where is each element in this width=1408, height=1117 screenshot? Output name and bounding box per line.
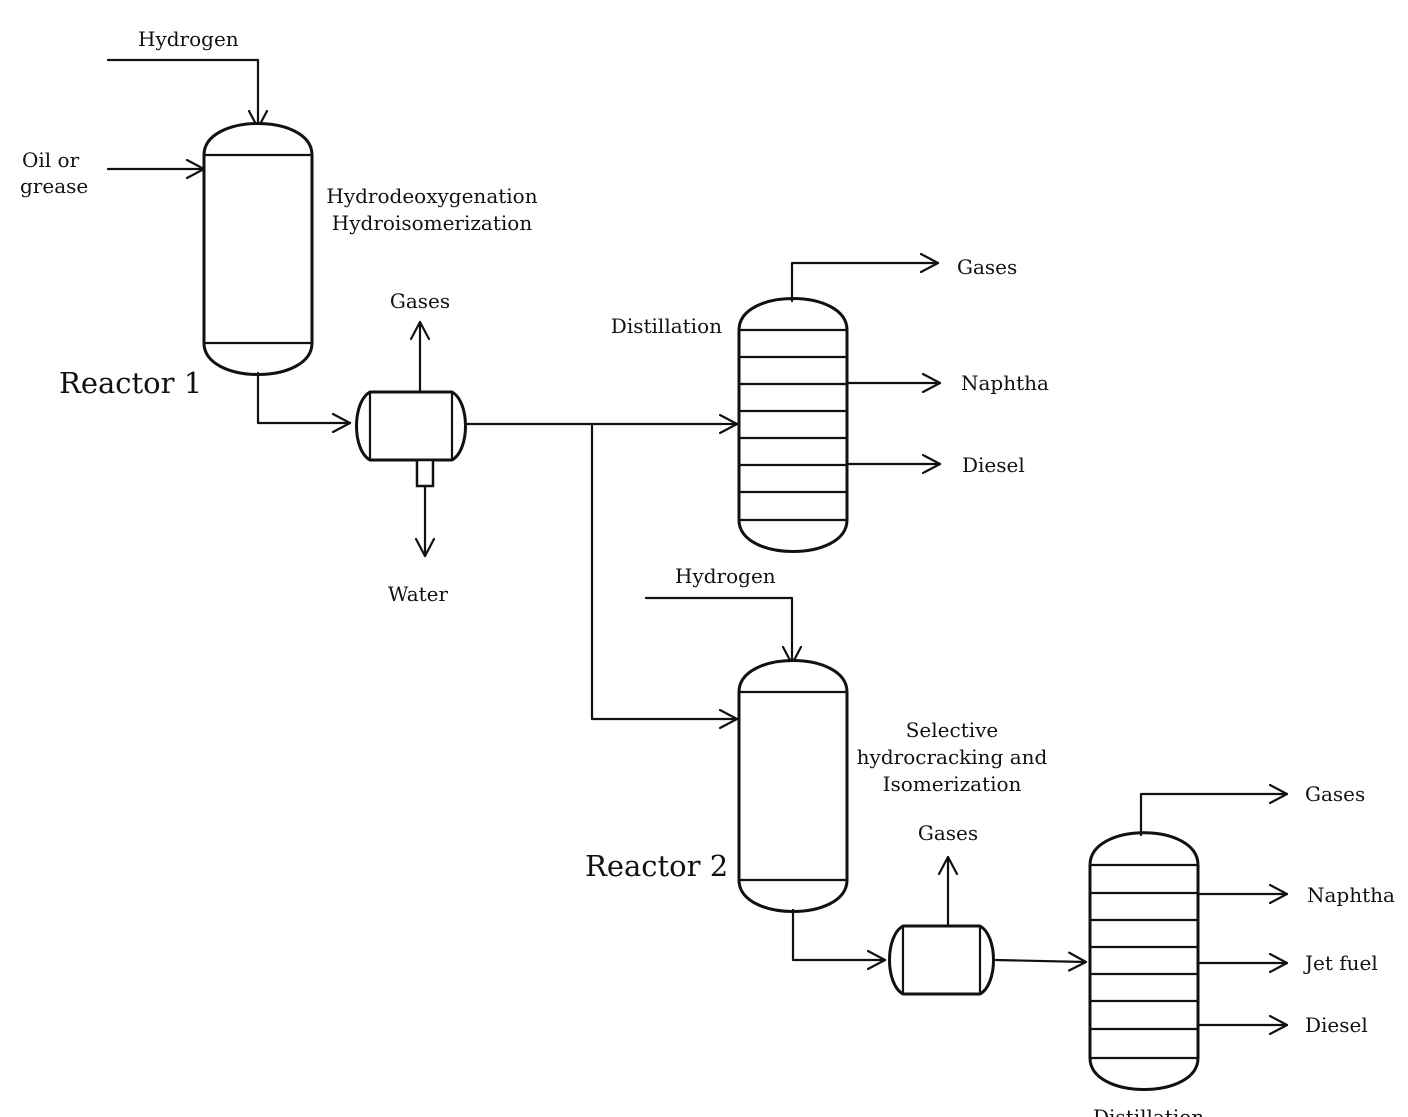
reactor-1-process-label-line2: Hydroisomerization: [332, 211, 533, 235]
separator-1-gases-label: Gases: [390, 289, 450, 313]
reactor-2-process-label-line2: hydrocracking and: [857, 745, 1048, 769]
reactor-2-vessel: [737, 659, 849, 913]
distillation-1-label: Distillation: [611, 314, 722, 338]
reactor-2-process-label-line1: Selective: [906, 718, 999, 742]
reactor-2-outlet-line: [791, 908, 887, 960]
distillation-1-column: [737, 297, 849, 553]
reactor-1-vessel: [202, 122, 314, 376]
distillation-1-gases-line: [790, 263, 940, 303]
distillation-1-gases-label: Gases: [957, 255, 1017, 279]
separator-2-gases-label: Gases: [918, 821, 978, 845]
oil-or-grease-label-line1: Oil or: [22, 148, 80, 172]
hydrogen-feed-line-2: [644, 596, 792, 666]
distillation-2-gases-line: [1139, 794, 1289, 837]
hydrogen-feed-line-1: [106, 58, 258, 130]
reactor-1-process-label-line1: Hydrodeoxygenation: [326, 184, 537, 208]
distillation-1-naphtha-label: Naphtha: [961, 371, 1049, 395]
distillation-2-label: Distillation: [1093, 1105, 1204, 1117]
separator-1-vessel: [355, 390, 467, 462]
distillation-1-diesel-label: Diesel: [962, 453, 1025, 477]
distillation-2-naphtha-label: Naphtha: [1307, 883, 1395, 907]
oil-or-grease-label-line2: grease: [20, 174, 88, 198]
branch-to-reactor-2-line: [590, 422, 739, 719]
distillation-2-column: [1088, 831, 1200, 1091]
hydrogen-label-1: Hydrogen: [138, 27, 239, 51]
separator-1-water-boot: [415, 458, 435, 488]
hydrogen-label-2: Hydrogen: [675, 564, 776, 588]
separator-2-vessel: [888, 924, 995, 996]
reactor-1-outlet-line: [256, 371, 352, 423]
distillation-2-trays: [1090, 863, 1198, 1060]
distillation-1-trays: [739, 328, 847, 522]
distillation-2-jetfuel-label: Jet fuel: [1303, 951, 1378, 975]
reactor-1-label: Reactor 1: [59, 366, 202, 400]
distillation-2-diesel-label: Diesel: [1305, 1013, 1368, 1037]
separator-2-to-distillation-2-line: [994, 960, 1088, 962]
separator-1-water-label: Water: [388, 582, 449, 606]
distillation-2-gases-label: Gases: [1305, 782, 1365, 806]
reactor-2-label: Reactor 2: [585, 849, 728, 883]
reactor-2-process-label-line3: Isomerization: [883, 772, 1022, 796]
